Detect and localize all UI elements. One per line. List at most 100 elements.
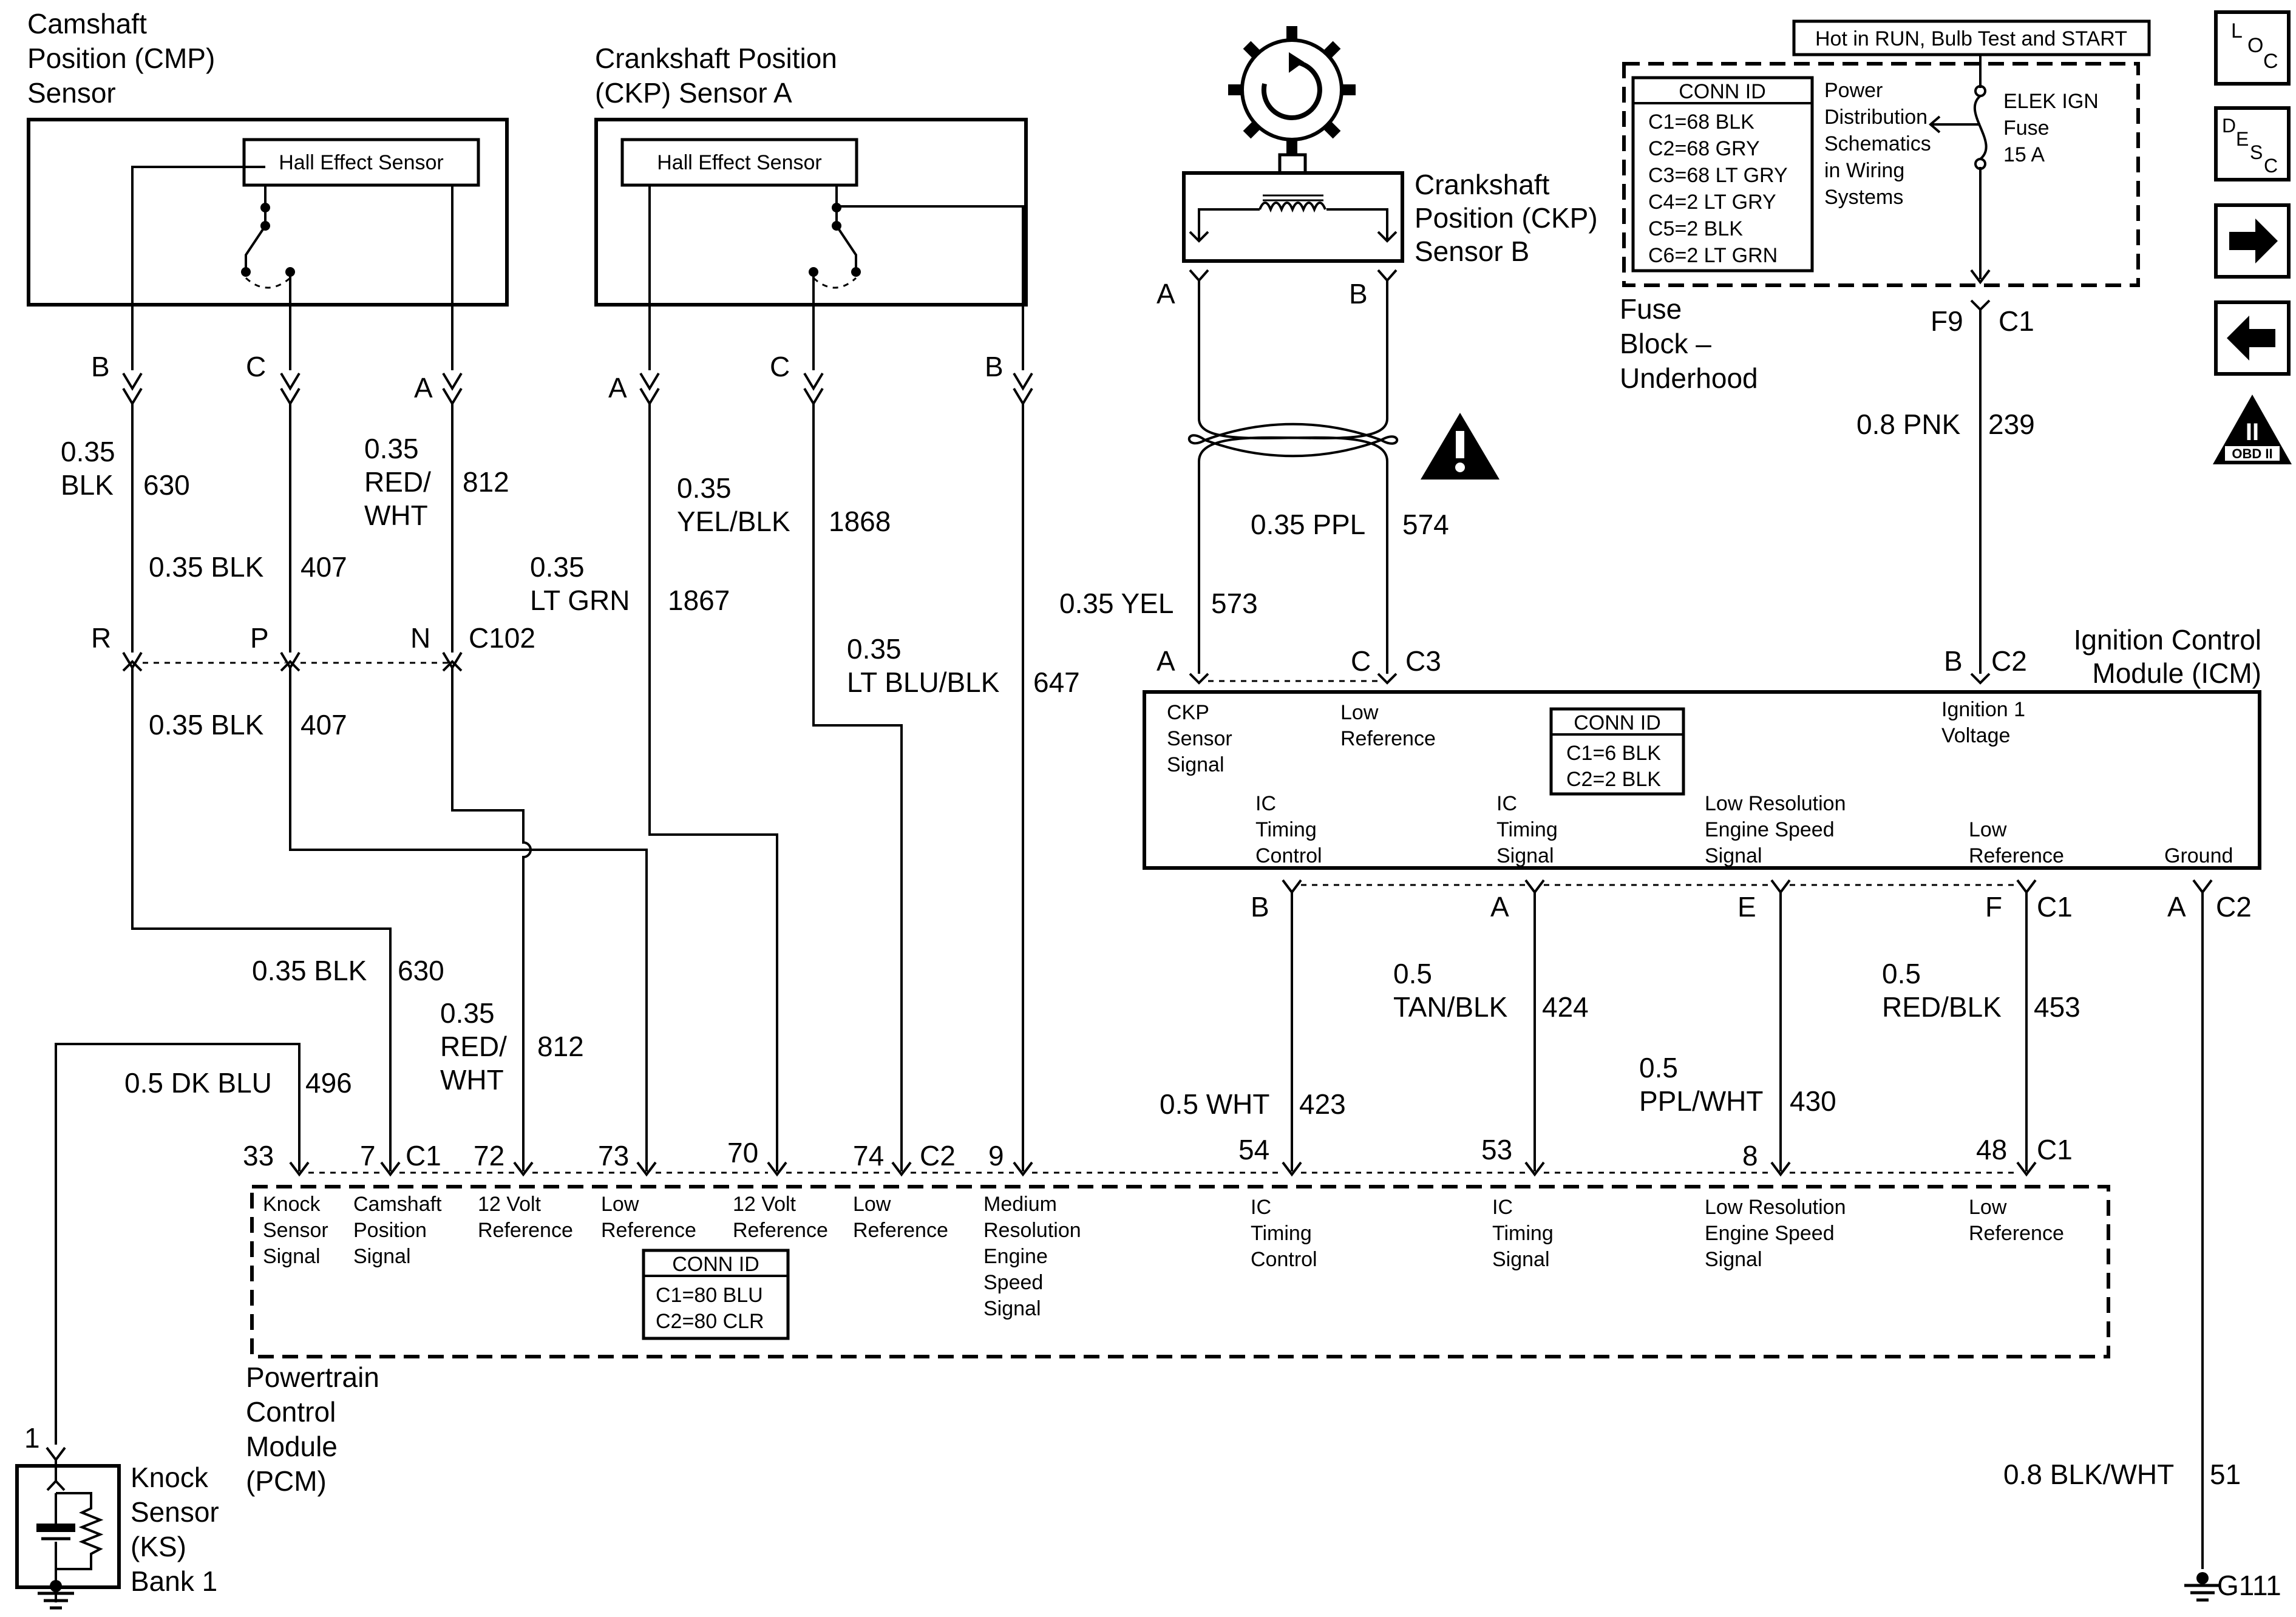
icm-ckp-2: Sensor [1167, 727, 1232, 750]
desc-button[interactable]: D E S C [2214, 106, 2291, 181]
pcm-cam-3: Signal [353, 1245, 411, 1268]
w453-color: RED/BLK [1882, 991, 2002, 1023]
pcm-icc-1: IC [1251, 1196, 1271, 1219]
pcm-conn-title: CONN ID [672, 1253, 759, 1276]
icm-icc-3: Control [1255, 844, 1322, 867]
ckp-a-housing [594, 118, 1028, 307]
desc-c: C [2264, 155, 2278, 177]
fuse-conn-3: C3=68 LT GRY [1648, 164, 1788, 187]
w647-color: LT BLU/BLK [847, 666, 1000, 698]
ground-label: G111 [2217, 1570, 2281, 1601]
w630-color: BLK [61, 469, 114, 501]
fuse-name-1: ELEK IGN [2003, 90, 2099, 113]
pcm-low-b-1: Low [853, 1193, 891, 1216]
fuse-conn-title: CONN ID [1679, 80, 1766, 103]
pcm-12v-a-1: 12 Volt [478, 1193, 542, 1216]
w573-circuit: 573 [1211, 588, 1258, 619]
pcm-med-4: Speed [983, 1271, 1043, 1294]
ckp-b-title-3: Sensor B [1415, 236, 1529, 267]
fuse-block-name-2: Block – [1620, 328, 1711, 359]
icm-ics-1: IC [1496, 792, 1517, 815]
obd-ii-icon[interactable]: II OBD II [2213, 395, 2292, 464]
pcm-conn-id-box [642, 1249, 790, 1340]
fuse-conn: C1 [1999, 305, 2034, 337]
icm-housing [1143, 690, 2261, 870]
next-arrow-button[interactable] [2214, 203, 2291, 279]
pd-note-3: Schematics [1824, 132, 1931, 155]
cmp-pin-a: A [414, 372, 433, 404]
ckp-a-title-2: (CKP) Sensor A [595, 77, 792, 109]
pcm-cam-2: Position [353, 1219, 427, 1242]
cmp-sensor: Camshaft Position (CMP) Sensor Hall Effe… [27, 8, 509, 583]
pcm-name-2: Control [246, 1396, 336, 1428]
w423-label: 0.5 WHT [1160, 1088, 1269, 1120]
icm-lowres-3: Signal [1705, 844, 1762, 867]
pcm-pin-48: 48 [1976, 1134, 2007, 1165]
w812-mid-circuit: 812 [537, 1031, 584, 1062]
obd-numeral: II [2246, 419, 2259, 446]
icm-pin-c: C [1351, 645, 1371, 677]
ckp-b-housing [1182, 171, 1404, 263]
cmp-hall-box [242, 138, 480, 187]
icm-bot-conn-c2: C2 [2216, 891, 2252, 923]
pcm-knock-3: Signal [263, 1245, 321, 1268]
w430-circuit: 430 [1790, 1085, 1836, 1117]
w453-circuit: 453 [2034, 991, 2080, 1023]
icm-icc-1: IC [1255, 792, 1276, 815]
w1867-circuit: 1867 [668, 585, 730, 616]
pcm-lres-1: Low Resolution [1705, 1196, 1846, 1219]
fuse-block-outline [1622, 62, 2140, 287]
w430-color: PPL/WHT [1639, 1085, 1763, 1117]
w630-mid-circuit: 630 [398, 955, 444, 986]
pcm-pin-70: 70 [727, 1137, 758, 1168]
c102-below-label: 0.35 BLK [149, 709, 264, 741]
pcm-low-b-2: Reference [853, 1219, 948, 1242]
w647-gauge: 0.35 [847, 633, 902, 665]
w630-circuit: 630 [143, 469, 190, 501]
ground-g111: G111 [2184, 1570, 2281, 1602]
cmp-pin-c: C [246, 351, 266, 382]
fuse-conn-2: C2=68 GRY [1648, 137, 1760, 160]
fuse-conn-5: C5=2 BLK [1648, 217, 1743, 240]
pcm-med-2: Resolution [983, 1219, 1081, 1242]
cmp-title-2: Position (CMP) [27, 42, 215, 74]
pcm-med-1: Medium [983, 1193, 1057, 1216]
cmp-title-1: Camshaft [27, 8, 147, 39]
loc-button[interactable]: L O C [2214, 10, 2291, 86]
pcm-12v-b-2: Reference [733, 1219, 828, 1242]
icm-bot-pin-a: A [1490, 891, 1509, 923]
right-arrow-icon [2229, 219, 2278, 263]
ckp-b-pin-b: B [1349, 278, 1368, 310]
icm-bot-pin-a2: A [2167, 891, 2186, 923]
pcm-12v-b-1: 12 Volt [733, 1193, 796, 1216]
prev-arrow-button[interactable] [2214, 300, 2291, 376]
pcm-pin-53: 53 [1481, 1134, 1512, 1165]
pcm-med-3: Engine [983, 1245, 1048, 1268]
icm-pin-a: A [1156, 645, 1175, 677]
icm-bot-pin-f: F [1985, 891, 2002, 923]
pcm-pin-33: 33 [243, 1140, 274, 1171]
w1868-circuit: 1868 [829, 506, 891, 537]
w647-circuit: 647 [1033, 666, 1080, 698]
pcm-icc-2: Timing [1251, 1222, 1312, 1245]
w453-gauge: 0.5 [1882, 958, 1921, 989]
hot-label: Hot in RUN, Bulb Test and START [1815, 27, 2127, 50]
pcm-outline [250, 1185, 2110, 1358]
pcm-cam-1: Camshaft [353, 1193, 442, 1216]
icm-ground: Ground [2164, 844, 2233, 867]
pcm-med-5: Signal [983, 1297, 1041, 1320]
ckp-b-title-1: Crankshaft [1415, 169, 1550, 200]
w812-color2: WHT [364, 500, 428, 531]
icm-ckp-3: Signal [1167, 753, 1224, 776]
icm-conn-id-box [1549, 707, 1685, 796]
icm-conn-2: C2=2 BLK [1566, 768, 1661, 791]
ks-name-2: Sensor [131, 1496, 219, 1528]
pcm-name-1: Powertrain [246, 1361, 379, 1393]
w239-label: 0.8 PNK [1856, 408, 1961, 440]
pcm-conn-2: C2=80 CLR [656, 1310, 764, 1333]
w424-gauge: 0.5 [1393, 958, 1432, 989]
pcm-pin-72: 72 [474, 1140, 504, 1171]
hot-label-box [1792, 19, 2151, 56]
w496-circuit: 496 [305, 1067, 352, 1099]
pd-note-4: in Wiring [1824, 159, 1904, 182]
